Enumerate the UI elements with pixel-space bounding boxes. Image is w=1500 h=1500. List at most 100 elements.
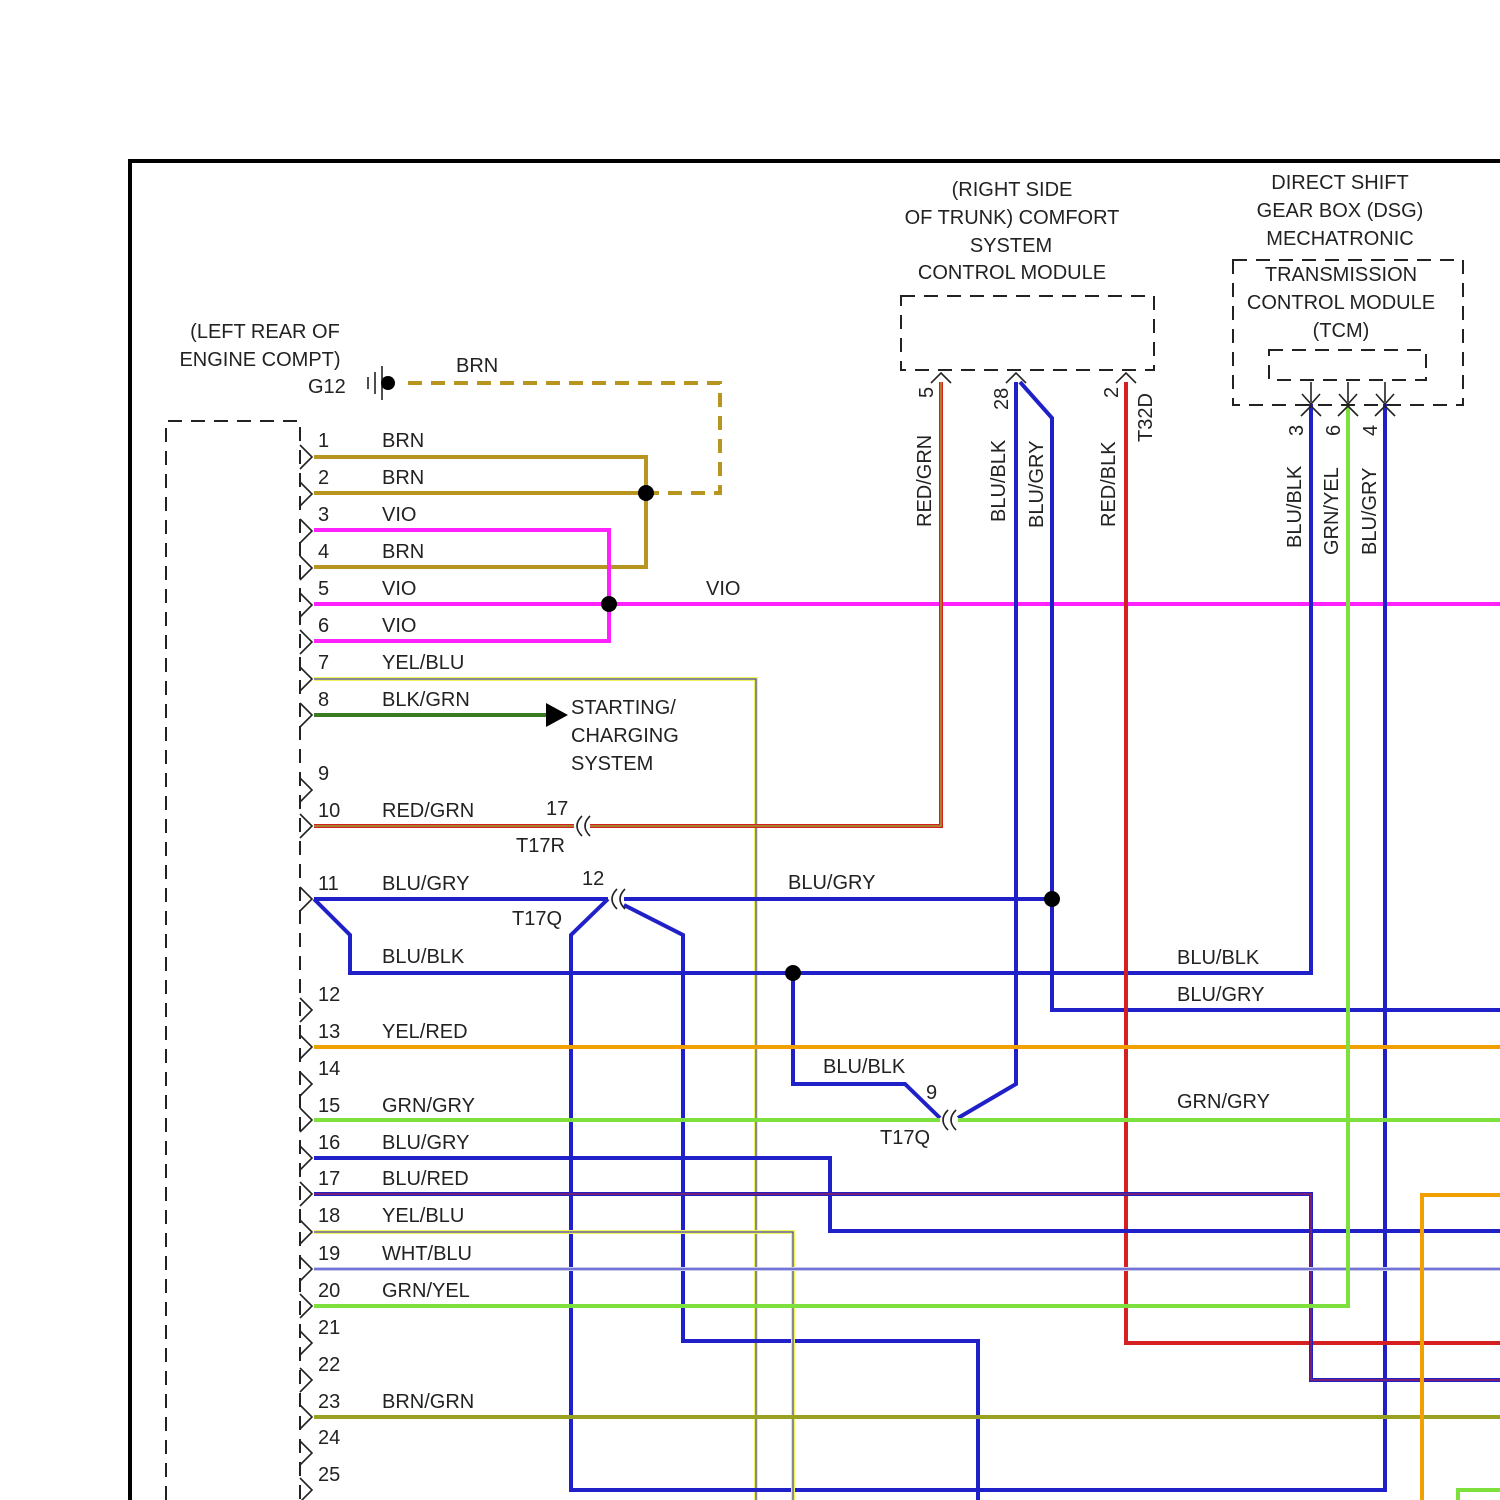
connector-t17r-symbol [577,816,590,836]
tcm-module: DIRECT SHIFT GEAR BOX (DSG) MECHATRONIC … [1233,172,1463,436]
pin-color-label-19: WHT/BLU [382,1243,472,1265]
connector-t17q-b-symbol [943,1110,956,1130]
pin-number-15: 15 [318,1095,340,1117]
tcm-inner-outline [1269,350,1426,380]
pin-number-13: 13 [318,1021,340,1043]
connector-t17q-a-symbol [612,889,625,909]
ground-id: G12 [308,376,346,398]
comfort-title-line2: OF TRUNK) COMFORT [905,207,1120,229]
ground-point [381,376,395,390]
pin-color-label-6: VIO [382,615,416,637]
label-blu-blk-right: BLU/BLK [1177,947,1260,969]
arrow-starting [546,703,568,727]
ground-wire-label: BRN [456,355,498,377]
starting-line2: CHARGING [571,725,679,747]
connector-t17r-pin: 17 [546,798,568,820]
label-tcm-blu-blk: BLU/BLK [1284,465,1306,548]
pin-color-label-23: BRN/GRN [382,1391,474,1413]
tcm-outer-line3: MECHATRONIC [1266,228,1413,250]
pin-number-24: 24 [318,1427,340,1449]
pin-number-3: 3 [318,504,329,526]
pin-number-1: 1 [318,430,329,452]
pin-color-label-20: GRN/YEL [382,1280,470,1302]
pin-color-label-10: RED/GRN [382,800,474,822]
label-blu-gry-right: BLU/GRY [1177,984,1264,1006]
left-connector-pins [300,445,312,1500]
pin-number-8: 8 [318,689,329,711]
connector-t17q-a-name: T17Q [512,908,562,930]
splice-blu-gry [1044,891,1060,907]
splice-brn [638,485,654,501]
tcm-inner-line3: (TCM) [1313,320,1370,342]
label-blu-gry-mid: BLU/GRY [788,872,875,894]
comfort-pin-5: 5 [916,387,938,398]
wire-pin1-brn [314,457,646,567]
comfort-title-line1: (RIGHT SIDE [952,179,1073,201]
pin-number-17: 17 [318,1168,340,1190]
pin-number-23: 23 [318,1391,340,1413]
left-connector [166,421,312,1500]
connector-t17q-a-pin: 12 [582,868,604,890]
ground-g12: (LEFT REAR OF ENGINE COMPT) G12 BRN [179,321,498,400]
pin-number-9: 9 [318,763,329,785]
tcm-outer-line1: DIRECT SHIFT [1271,172,1408,194]
pin-color-label-5: VIO [382,578,416,600]
connector-t17q-b-pin: 9 [926,1082,937,1104]
starting-line3: SYSTEM [571,753,653,775]
pin-number-20: 20 [318,1280,340,1302]
comfort-module-outline [901,296,1154,370]
pin-number-7: 7 [318,652,329,674]
comfort-title-line4: CONTROL MODULE [918,262,1106,284]
ground-location-line2: ENGINE COMPT) [179,349,340,371]
pin-number-21: 21 [318,1317,340,1339]
label-comfort-red-blk: RED/BLK [1098,441,1120,527]
comfort-connector-t32d: T32D [1135,393,1157,442]
wire-t17q-right-branch [624,905,978,1500]
tcm-inner-line2: CONTROL MODULE [1247,292,1435,314]
label-tcm-grn-yel: GRN/YEL [1321,467,1343,555]
pin-color-label-17: BLU/RED [382,1168,469,1190]
label-grn-gry-right: GRN/GRY [1177,1091,1270,1113]
label-vio-right: VIO [706,578,740,600]
pin-number-5: 5 [318,578,329,600]
pin-color-label-13: YEL/RED [382,1021,468,1043]
pin-number-2: 2 [318,467,329,489]
pin-number-6: 6 [318,615,329,637]
pin-color-label-4: BRN [382,541,424,563]
wire-pin18-yel-blu-core [314,1232,793,1500]
wire-pin3-vio [314,530,609,641]
splice-vio [601,596,617,612]
tcm-pin-4: 4 [1360,425,1382,436]
wire-pin7-yel-blu [314,679,756,1500]
pin-color-label-8: BLK/GRN [382,689,470,711]
tcm-pin-3: 3 [1286,425,1308,436]
wire-pin7-yel-blu-core [314,679,756,1500]
connector-t17q-b-name: T17Q [880,1127,930,1149]
pin-number-22: 22 [318,1354,340,1376]
comfort-pin-28: 28 [991,388,1013,410]
pin-color-label-2: BRN [382,467,424,489]
label-comfort-blu-blk: BLU/BLK [988,439,1010,522]
wire-t17q-left-branch [571,404,1385,1490]
pin-number-12: 12 [318,984,340,1006]
pin-color-label-18: YEL/BLU [382,1205,464,1227]
pin-number-4: 4 [318,541,329,563]
pin-color-label-15: GRN/GRY [382,1095,475,1117]
wire-right-edge-orange [1422,1195,1500,1500]
tcm-pin-6: 6 [1323,425,1345,436]
splice-blu-blk [785,965,801,981]
left-connector-outline [166,421,300,1500]
connector-t17r-name: T17R [516,835,565,857]
pin-number-25: 25 [318,1464,340,1486]
pin-number-18: 18 [318,1205,340,1227]
pin-number-14: 14 [318,1058,340,1080]
starting-charging-system: STARTING/ CHARGING SYSTEM [571,697,679,775]
pin-color-label-11: BLU/GRY [382,873,469,895]
tcm-outer-line2: GEAR BOX (DSG) [1257,200,1424,222]
pin-number-10: 10 [318,800,340,822]
wire-right-edge-green [1458,1490,1500,1500]
starting-line1: STARTING/ [571,697,676,719]
label-comfort-blu-gry: BLU/GRY [1026,441,1048,528]
label-tcm-blu-gry: BLU/GRY [1359,468,1381,555]
